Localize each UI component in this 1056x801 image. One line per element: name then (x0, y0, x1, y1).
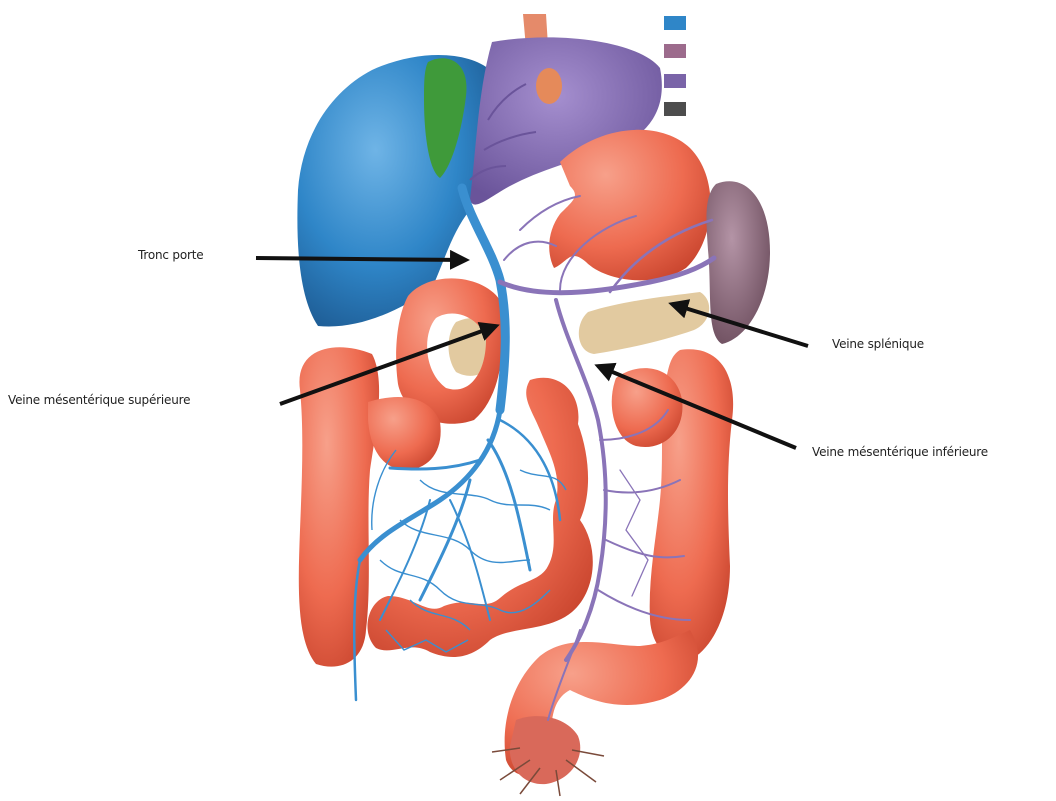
transverse-colon-left (368, 397, 441, 470)
legend-swatch-mauve (664, 44, 686, 58)
rectum (510, 716, 580, 784)
ascending-colon (299, 347, 379, 666)
label-tronc-porte: Tronc porte (138, 248, 203, 262)
label-veine-mesenterique-superieure: Veine mésentérique supérieure (8, 393, 190, 407)
arrow-tronc-porte (256, 258, 466, 260)
label-veine-mesenterique-inferieure: Veine mésentérique inférieure (812, 445, 988, 459)
legend-swatch-blue (664, 16, 686, 30)
legend-swatches (664, 16, 686, 116)
pancreas (579, 292, 709, 354)
lymph-node (536, 68, 562, 104)
legend-swatch-purple (664, 74, 686, 88)
legend-swatch-gray (664, 102, 686, 116)
label-veine-splenique: Veine splénique (832, 337, 924, 351)
colon-flexure (612, 368, 683, 447)
stomach (549, 130, 710, 281)
